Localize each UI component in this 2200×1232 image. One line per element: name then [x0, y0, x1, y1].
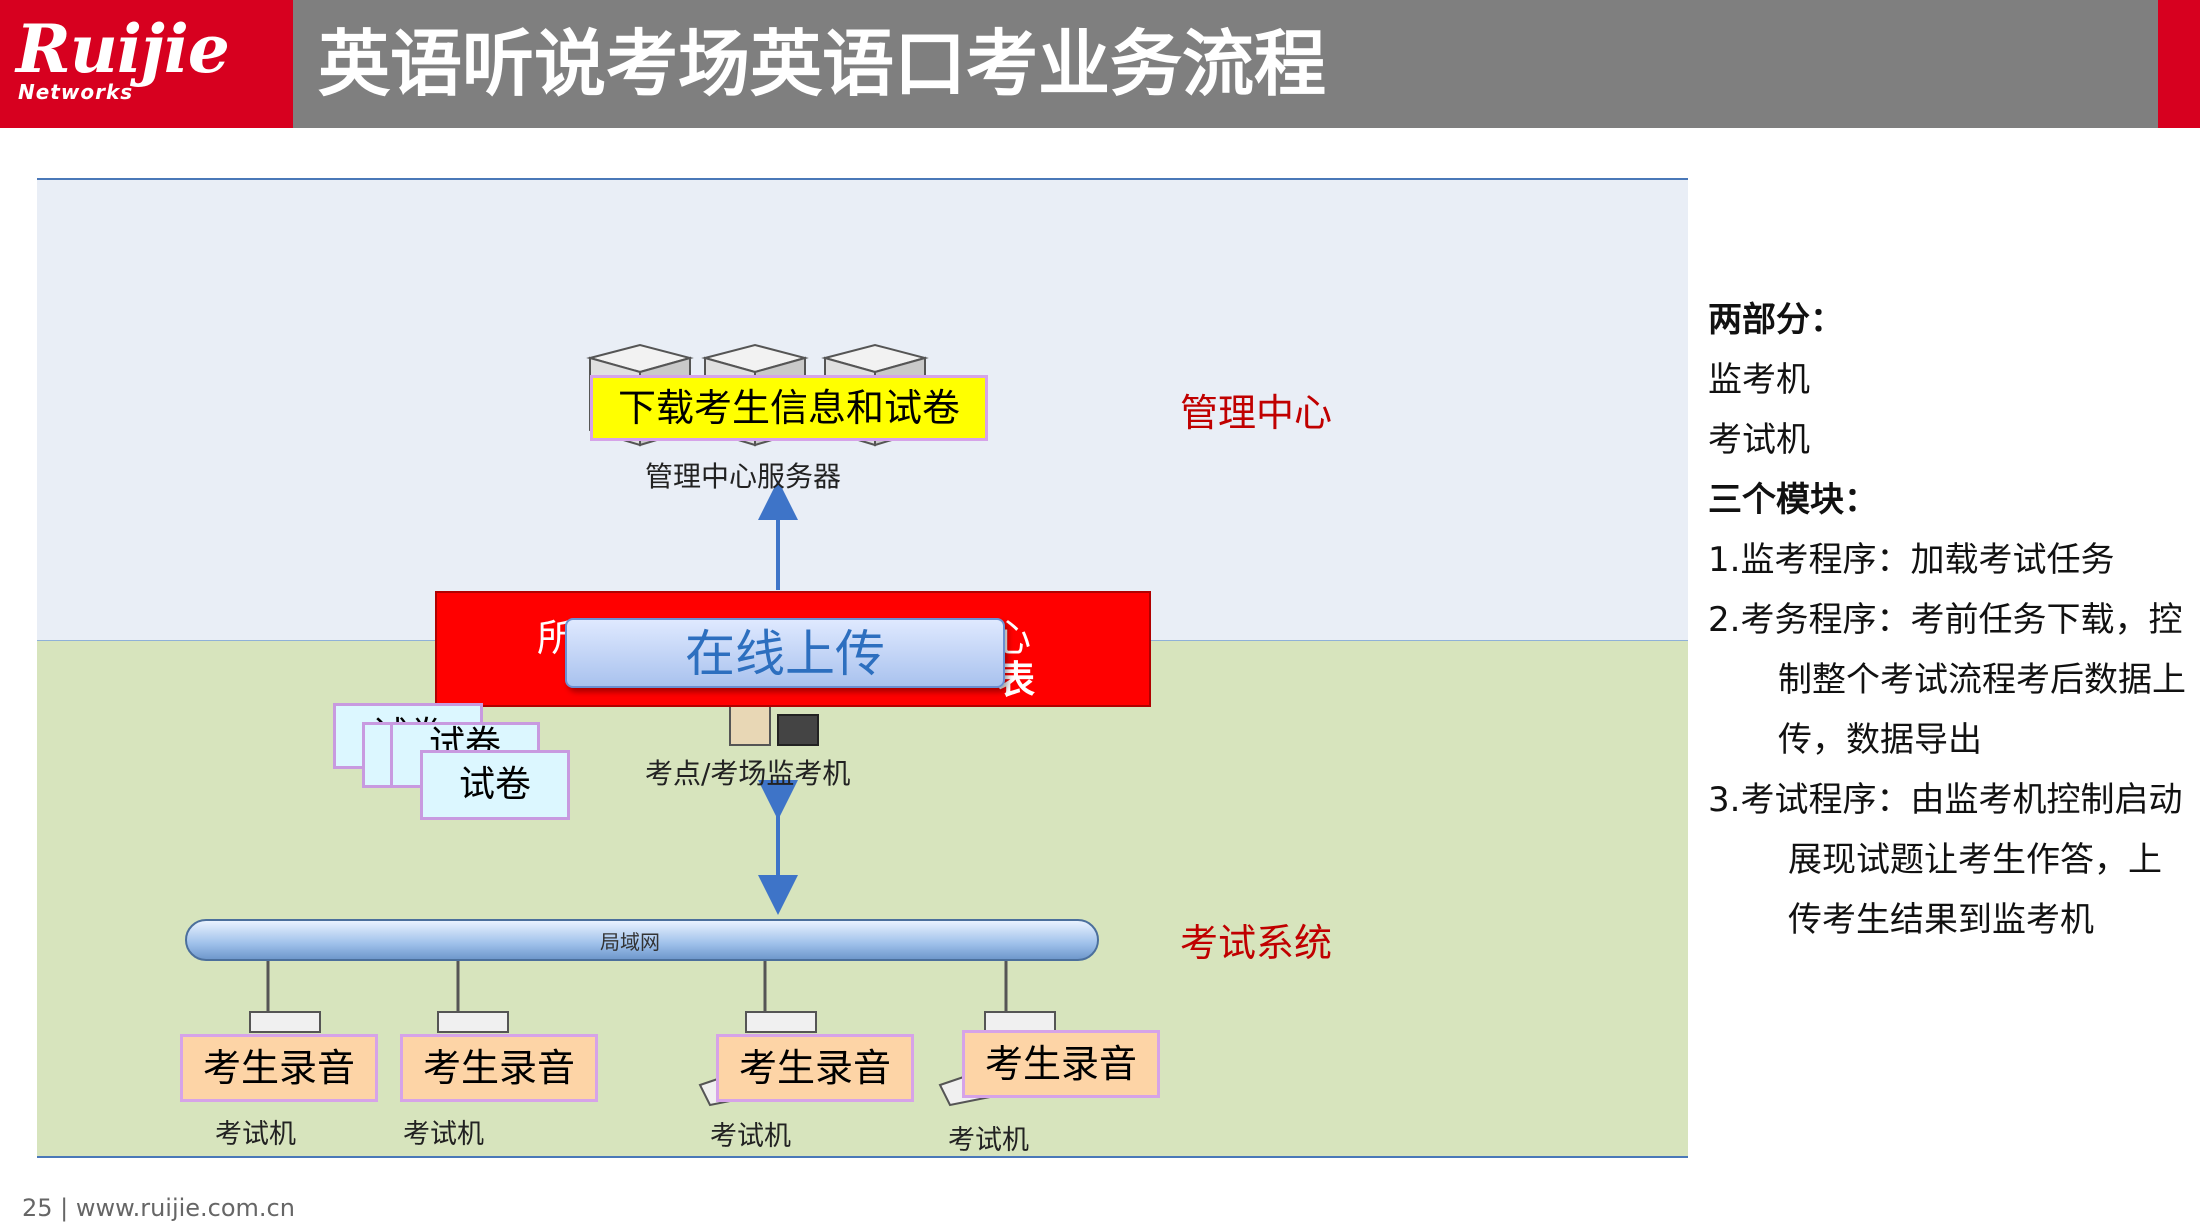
logo-subtitle: Networks — [18, 80, 134, 104]
student-recording: 考生录音 — [180, 1034, 378, 1102]
page-title: 英语听说考场英语口考业务流程 — [318, 22, 1327, 106]
page-footer: 25 | www.ruijie.com.cn — [22, 1194, 295, 1222]
student-recording: 考生录音 — [962, 1030, 1160, 1098]
notes-module: 2.考务程序：考前任务下载，控 — [1708, 600, 2183, 640]
proctor-caption: 考点/考场监考机 — [645, 757, 851, 790]
exam-pc-caption: 考试机 — [403, 1119, 484, 1150]
notes-module-cont: 传考生结果到监考机 — [1788, 900, 2094, 940]
side-notes: 两部分： 监考机 考试机 三个模块： 1.监考程序：加载考试任务 2.考务程序：… — [1708, 290, 2188, 950]
logo-wordmark: Ruijie — [16, 10, 230, 88]
exam-pc-icon — [984, 1011, 1056, 1033]
notes-module-cont: 传，数据导出 — [1778, 720, 1982, 760]
exam-pc-icon — [437, 1011, 509, 1033]
exam-system-label: 考试系统 — [1180, 921, 1333, 965]
online-upload-button[interactable]: 在线上传 — [565, 618, 1005, 688]
notes-heading-parts: 两部分： — [1708, 300, 1844, 340]
notes-part: 监考机 — [1708, 360, 1810, 400]
notes-module-cont: 制整个考试流程考后数据上 — [1778, 660, 2186, 700]
download-info-box: 下载考生信息和试卷 — [590, 375, 988, 441]
management-center-label: 管理中心 — [1180, 391, 1333, 435]
server-caption: 管理中心服务器 — [645, 460, 842, 493]
test-paper-top: 试卷 — [420, 750, 570, 820]
exam-pc-icon — [745, 1011, 817, 1033]
notes-module-cont: 展现试题让考生作答，上 — [1788, 840, 2162, 880]
lan-pipe — [185, 919, 1099, 961]
notes-module: 3.考试程序：由监考机控制启动 — [1708, 780, 2183, 820]
student-recording: 考生录音 — [400, 1034, 598, 1102]
exam-pc-caption: 考试机 — [215, 1119, 296, 1150]
student-recording: 考生录音 — [716, 1034, 914, 1102]
notes-module: 1.监考程序：加载考试任务 — [1708, 540, 2115, 580]
exam-pc-caption: 考试机 — [948, 1125, 1029, 1156]
header-bar — [0, 0, 2200, 128]
exam-pc-icon — [249, 1011, 321, 1033]
notes-part: 考试机 — [1708, 420, 1810, 460]
exam-pc-caption: 考试机 — [710, 1121, 791, 1152]
header-accent — [2158, 0, 2200, 128]
proctor-pc-icon — [729, 704, 819, 746]
ruijie-logo: Ruijie Networks — [0, 0, 293, 128]
notes-heading-modules: 三个模块： — [1708, 480, 1878, 520]
lan-label: 局域网 — [600, 930, 660, 954]
